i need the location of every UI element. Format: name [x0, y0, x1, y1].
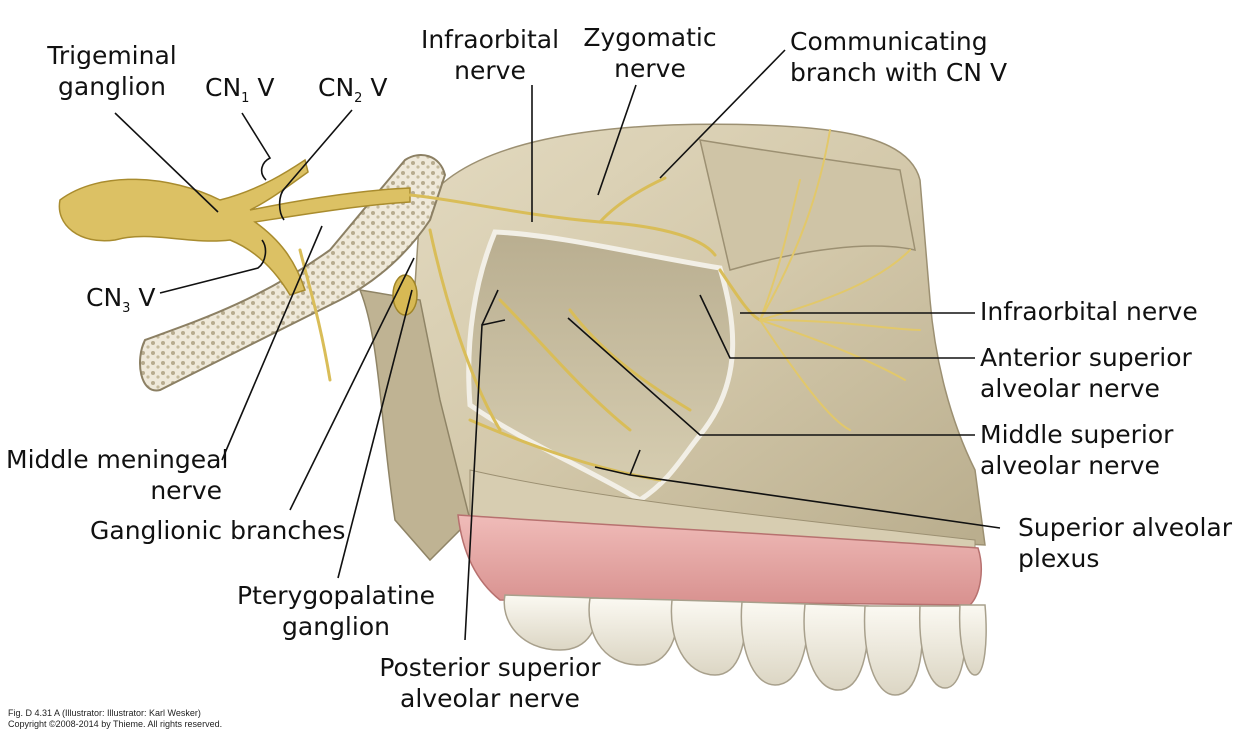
label-line: Middle superior [980, 420, 1174, 449]
leader-lines [114, 49, 1001, 641]
label-line: ganglion [58, 72, 166, 101]
label-line: Posterior superior [379, 653, 601, 682]
cn-v2-post: V [362, 73, 388, 102]
label-line: nerve [150, 476, 222, 505]
cn-v1-post: V [249, 73, 275, 102]
label-posterior-superior-alveolar: Posterior superior alveolar nerve [370, 652, 610, 714]
label-line: Communicating [790, 27, 988, 56]
label-line: alveolar nerve [400, 684, 580, 713]
cn-v3-sub: 3 [122, 301, 131, 316]
label-anterior-superior-alveolar: Anterior superior alveolar nerve [980, 342, 1192, 404]
label-ganglionic-branches: Ganglionic branches [90, 515, 345, 546]
label-infraorbital-nerve-right: Infraorbital nerve [980, 296, 1198, 327]
label-line: Ganglionic branches [90, 516, 346, 545]
label-line: Superior alveolar [1018, 513, 1232, 542]
label-cn-v1: CN1 V [205, 72, 275, 106]
label-line: plexus [1018, 544, 1100, 573]
label-line: nerve [454, 56, 526, 85]
label-line: Trigeminal [47, 41, 177, 70]
label-line: nerve [614, 54, 686, 83]
label-middle-meningeal-nerve: Middle meningeal nerve [6, 444, 229, 506]
label-cn-v2: CN2 V [318, 72, 388, 106]
label-line: alveolar nerve [980, 374, 1160, 403]
label-zygomatic-nerve: Zygomatic nerve [580, 22, 720, 84]
label-infraorbital-nerve-top: Infraorbital nerve [420, 24, 560, 86]
cn-v3-pre: CN [86, 283, 123, 312]
label-line: Zygomatic [583, 23, 717, 52]
label-line: Infraorbital nerve [980, 297, 1198, 326]
credit-line-1: Fig. D 4.31 A (Illustrator: Illustrator:… [8, 708, 201, 718]
label-communicating-branch: Communicating branch with CN V [790, 26, 1007, 88]
pterygoid-plate [358, 289, 471, 562]
credit-line-2: Copyright ©2008-2014 by Thieme. All righ… [8, 719, 223, 729]
label-line: alveolar nerve [980, 451, 1160, 480]
maxillary-sinus [466, 229, 736, 503]
label-pterygopalatine-ganglion: Pterygopalatine ganglion [236, 580, 436, 642]
cn-v1-sub: 1 [241, 91, 250, 106]
label-middle-superior-alveolar: Middle superior alveolar nerve [980, 419, 1173, 481]
label-line: ganglion [282, 612, 390, 641]
gingiva [457, 514, 982, 606]
trigeminal-nerve-trunks [58, 158, 411, 296]
label-line: Middle meningeal [6, 445, 229, 474]
label-line: Anterior superior [980, 343, 1192, 372]
label-trigeminal-ganglion: Trigeminal ganglion [42, 40, 182, 102]
label-line: Infraorbital [420, 25, 560, 54]
zygomatic-bone [699, 139, 916, 271]
teeth [503, 594, 987, 696]
cn-v3-post: V [130, 283, 156, 312]
cn-v2-sub: 2 [354, 91, 363, 106]
label-line: Pterygopalatine [237, 581, 435, 610]
label-superior-alveolar-plexus: Superior alveolar plexus [1018, 512, 1232, 574]
cn-v2-pre: CN [318, 73, 355, 102]
cn-v1-pre: CN [205, 73, 242, 102]
label-cn-v3: CN3 V [86, 282, 156, 316]
label-line: branch with CN V [790, 58, 1008, 87]
figure-credit: Fig. D 4.31 A (Illustrator: Illustrator:… [8, 708, 222, 730]
sphenoid-section [139, 154, 447, 392]
